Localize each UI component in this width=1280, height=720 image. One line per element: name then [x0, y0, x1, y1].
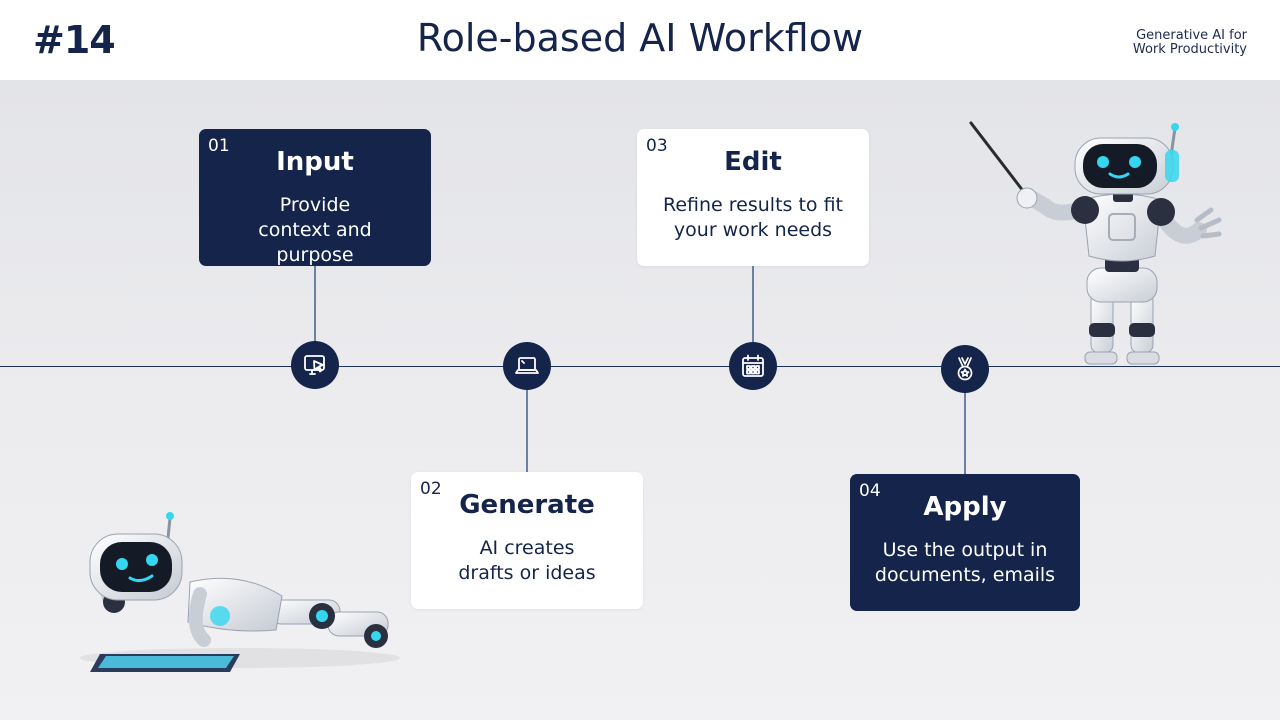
node-step-2 [503, 342, 551, 390]
step-title: Edit [724, 147, 782, 177]
calendar-icon [742, 354, 764, 377]
step-number: 02 [420, 479, 442, 499]
connector-step-4 [964, 388, 966, 474]
step-title: Input [276, 147, 354, 177]
course-label-line-1: Generative AI for [1136, 28, 1247, 43]
step-description: Provide context and purpose [258, 194, 372, 266]
timeline-line [0, 366, 1280, 367]
header-bar: #14 Role-based AI Workflow Generative AI… [0, 0, 1280, 80]
connector-step-2 [526, 388, 528, 472]
step-description: Use the output in documents, emails [874, 539, 1056, 586]
connector-step-1 [314, 265, 316, 343]
step-description: AI creates drafts or ideas [458, 537, 596, 584]
node-step-4 [941, 345, 989, 393]
connector-step-3 [752, 265, 754, 343]
laptop-icon [515, 357, 539, 374]
node-step-1 [291, 341, 339, 389]
slide-number: #14 [33, 18, 116, 62]
step-card-edit: 03 Edit Refine results to fit your work … [637, 129, 869, 266]
step-number: 04 [859, 481, 881, 501]
step-number: 01 [208, 136, 230, 156]
step-card-input: 01 Input Provide context and purpose [199, 129, 431, 266]
screen-pointer-icon [304, 355, 325, 375]
page-title: Role-based AI Workflow [416, 16, 864, 60]
step-card-generate: 02 Generate AI creates drafts or ideas [411, 472, 643, 609]
step-number: 03 [646, 136, 668, 156]
step-title: Generate [459, 490, 595, 520]
standing-robot-image [969, 121, 1222, 365]
step-card-apply: 04 Apply Use the output in documents, em… [850, 474, 1080, 611]
medal-icon [957, 357, 973, 381]
course-label: Generative AI for Work Productivity [1133, 29, 1247, 57]
reclining-robot-image [80, 512, 400, 672]
course-label-line-2: Work Productivity [1132, 42, 1247, 57]
step-title: Apply [923, 492, 1007, 522]
step-description: Refine results to fit your work needs [663, 194, 843, 241]
node-step-3 [729, 342, 777, 390]
